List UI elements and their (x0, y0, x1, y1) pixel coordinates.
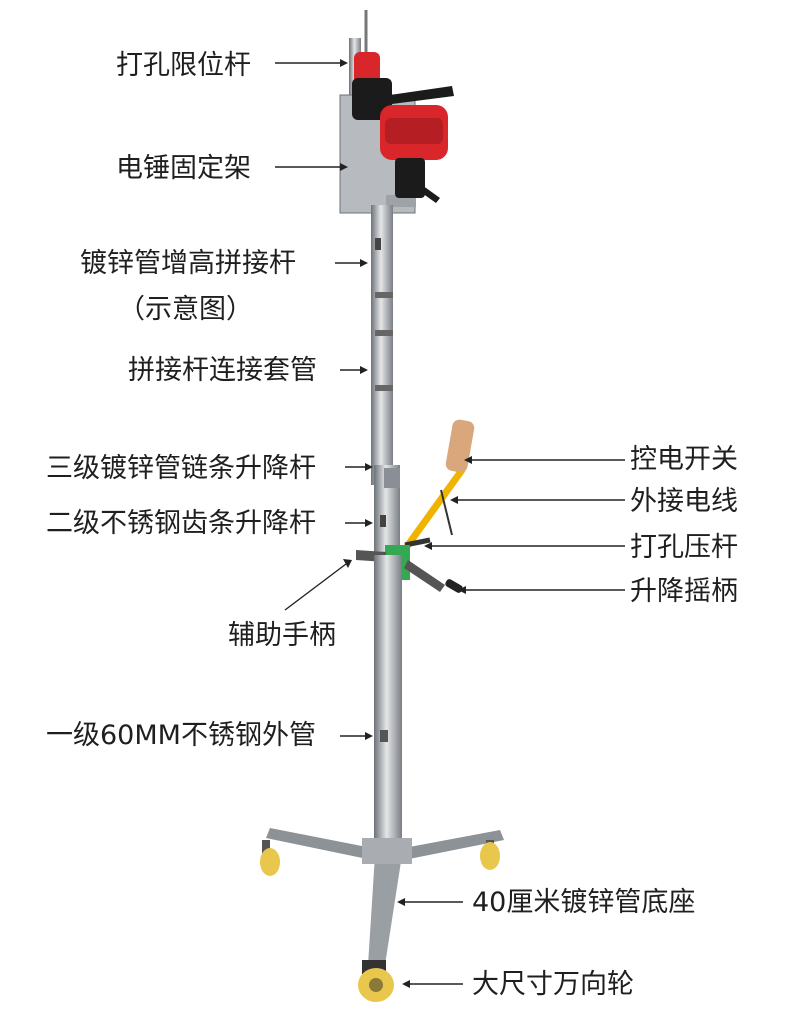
label-aux-handle: 辅助手柄 (228, 620, 336, 651)
label-extension-rod: 镀锌管增高拼接杆 (80, 248, 296, 279)
label-drill-press-lever: 打孔压杆 (630, 532, 738, 563)
label-stage3-chain-rod: 三级镀锌管链条升降杆 (46, 453, 316, 484)
label-stage1-outer-tube: 一级60MM不锈钢外管 (46, 720, 316, 751)
label-extension-rod-note: （示意图） (118, 294, 253, 325)
label-caster: 大尺寸万向轮 (472, 969, 634, 1000)
lift-rods-shape (374, 465, 400, 555)
label-stage2-rack-rod: 二级不锈钢齿条升降杆 (46, 508, 316, 539)
caster-wheels-shape (260, 840, 500, 1002)
callout-arrows (275, 59, 625, 988)
label-drill-limit-rod: 打孔限位杆 (116, 50, 251, 81)
press-lever-shape (404, 419, 475, 549)
label-external-wire: 外接电线 (630, 486, 738, 517)
electric-hammer-shape (352, 10, 454, 203)
clamp-and-handles-shape (356, 545, 463, 593)
label-lift-crank: 升降摇柄 (630, 576, 738, 607)
label-connector-sleeve: 拼接杆连接套管 (128, 355, 317, 386)
label-base: 40厘米镀锌管底座 (472, 887, 696, 918)
extension-rod-shape (371, 205, 393, 485)
label-control-switch: 控电开关 (630, 444, 738, 475)
tripod-base-shape (266, 828, 504, 965)
label-hammer-mount: 电锤固定架 (116, 153, 251, 184)
outer-tube-shape (374, 555, 402, 845)
